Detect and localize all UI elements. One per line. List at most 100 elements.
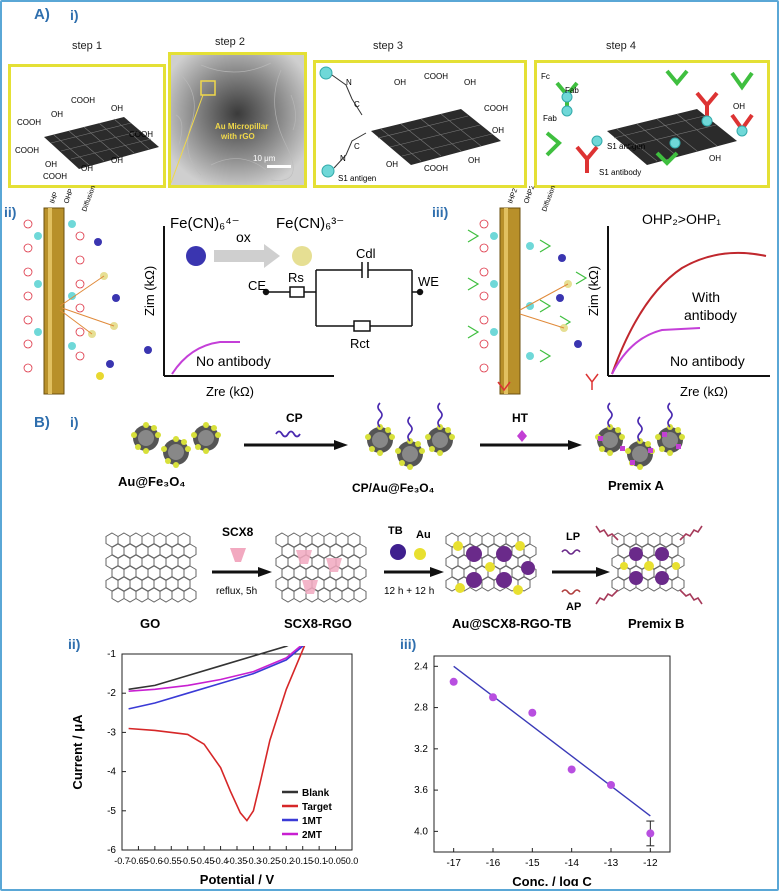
cv-series-1MT [128, 646, 304, 710]
section-b-iii-label: iii) [400, 636, 417, 652]
ox-arrow [214, 244, 280, 268]
cv-xtick-label: -0.65 [128, 856, 149, 866]
cv-xtick-label: -0.6 [147, 856, 163, 866]
step3-label-2: OH [394, 78, 406, 87]
plot-iii-xlabel: Zre (kΩ) [680, 384, 728, 399]
ap-strand-icon [561, 589, 581, 595]
cv-legend-label: Blank [302, 788, 330, 799]
section-a-ii-iii-panel: IHP OHP Diffusion Zim (kΩ) Zre (kΩ) No a… [23, 186, 770, 399]
cv-xtick-label: -0.4 [213, 856, 229, 866]
step2-inset-line1: Au Micropillar [215, 122, 268, 131]
cv-xtick-label: -0.5 [180, 856, 196, 866]
plot-iii-curve2: No antibody [670, 353, 745, 369]
step3-label-4: OH [464, 78, 476, 87]
step1-group-8: COOH [43, 172, 67, 181]
step1-group-2: COOH [71, 96, 95, 105]
section-a-i-label: i) [70, 7, 79, 23]
cal-ytick-label: 4.0 [414, 826, 428, 837]
oxidized-ion-icon [292, 246, 312, 266]
plot-iii-ylabel: Zim (kΩ) [586, 266, 601, 316]
ohp-label: OHP [63, 188, 75, 205]
circuit-we: WE [418, 274, 439, 289]
step4-panel: Fc Fab Fab OH S1 antigen S1 antibody OH [534, 60, 770, 188]
step4-label-fab1: Fab [565, 86, 579, 95]
diffusion-label-iii: Diffusion [541, 186, 557, 213]
row2-lp-label: LP [566, 531, 580, 543]
row2-tb-label: TB [388, 525, 403, 537]
scx8-icon [230, 548, 246, 562]
step2-title: step 2 [215, 36, 245, 48]
step4-label-s1antibody: S1 antibody [599, 168, 641, 177]
cal-ytick-label: 2.8 [414, 703, 428, 714]
premix-b-sheet [595, 525, 703, 605]
reduced-ion-icon [186, 246, 206, 266]
row2-start-label: GO [140, 616, 160, 631]
cv-ytick-label: -3 [107, 727, 116, 738]
row2-mid2-label: Au@SCX8-RGO-TB [452, 616, 572, 631]
step3-label-6: OH [492, 126, 504, 135]
cv-series-2MT [128, 646, 302, 692]
step3-label-9: OH [386, 160, 398, 169]
step1-group-3: OH [111, 104, 123, 113]
step1-title: step 1 [72, 40, 102, 52]
cv-xtick-label: -0.7 [114, 856, 130, 866]
section-b-ii-label: ii) [68, 636, 81, 652]
cal-point [528, 708, 537, 717]
step1-panel: COOH OH COOH OH COOH COOH OH OH COOH OH [8, 64, 166, 188]
ihp-label: IHP [49, 191, 60, 205]
ion-left: Fe(CN)₆⁴⁻ [170, 215, 240, 232]
step3-label-7: C [354, 142, 360, 151]
cal-fit-line [453, 665, 651, 817]
plot-ii-ylabel: Zim (kΩ) [142, 266, 157, 316]
step4-label-s1antigen: S1 antigen [607, 142, 645, 151]
plot-ii-xlabel: Zre (kΩ) [206, 384, 254, 399]
ion-right: Fe(CN)₆³⁻ [276, 215, 344, 232]
cv-ytick-label: -5 [107, 806, 116, 817]
section-a-iii-label: iii) [432, 204, 449, 220]
cv-ytick-label: -2 [107, 688, 116, 699]
step1-group-9: OH [111, 156, 123, 165]
cv-ytick-label: -6 [107, 845, 116, 856]
au-fe3o4-particles [131, 422, 221, 468]
ht-icon [517, 430, 527, 442]
cv-xtick-label: -0.55 [161, 856, 182, 866]
sem-micrograph: Au Micropillar with rGO 10 μm [170, 55, 304, 185]
step3-label-10: COOH [424, 164, 448, 173]
step3-label-8: N [340, 154, 346, 163]
cal-ytick-label: 3.2 [414, 744, 428, 755]
cal-xtick-label: -17 [446, 858, 461, 869]
cv-series-Blank [128, 646, 289, 691]
step3-label-11: OH [468, 156, 480, 165]
row2-arrow2-below: 12 h + 12 h [384, 586, 434, 597]
cv-chart: -0.7-0.65-0.6-0.55-0.5-0.45-0.4-0.35-0.3… [70, 646, 359, 886]
step3-label-1: C [354, 100, 360, 109]
plot-ii-curve [171, 341, 240, 375]
cv-ytick-label: -1 [107, 649, 116, 660]
section-b-label: B) [34, 414, 50, 431]
cal-ytick-label: 3.6 [414, 785, 428, 796]
cv-xtick-label: 0.0 [346, 856, 359, 866]
row1-end-label: Premix A [608, 478, 664, 493]
equivalent-circuit [262, 262, 424, 332]
circuit-cdl: Cdl [356, 246, 376, 261]
section-b-i-scheme: Au@Fe₃O₄ CP CP/Au@Fe₃O₄ HT Premix A GO S… [105, 402, 703, 631]
cv-ytick-label: -4 [107, 767, 116, 778]
cv-legend-label: 1MT [302, 816, 322, 827]
scale-bar [267, 165, 291, 168]
step2-inset-line2: with rGO [220, 132, 255, 141]
cv-legend-label: Target [302, 802, 332, 813]
cv-series-Target [128, 646, 306, 822]
diffusion-label: Diffusion [81, 186, 97, 213]
section-a-label: A) [34, 6, 50, 23]
cv-legend-label: 2MT [302, 830, 322, 841]
circuit-rs: Rs [288, 270, 304, 285]
row2-arrow1-below: reflux, 5h [216, 586, 257, 597]
row2-arrow1-label: SCX8 [222, 525, 254, 539]
row1-start-label: Au@Fe₃O₄ [118, 474, 186, 489]
step3-panel: N C OH COOH OH COOH OH C N OH COOH OH S1… [313, 60, 527, 188]
step3-title: step 3 [373, 40, 403, 52]
step4-title: step 4 [606, 40, 636, 52]
tb-icon [390, 544, 406, 560]
step1-group-0: COOH [17, 118, 41, 127]
